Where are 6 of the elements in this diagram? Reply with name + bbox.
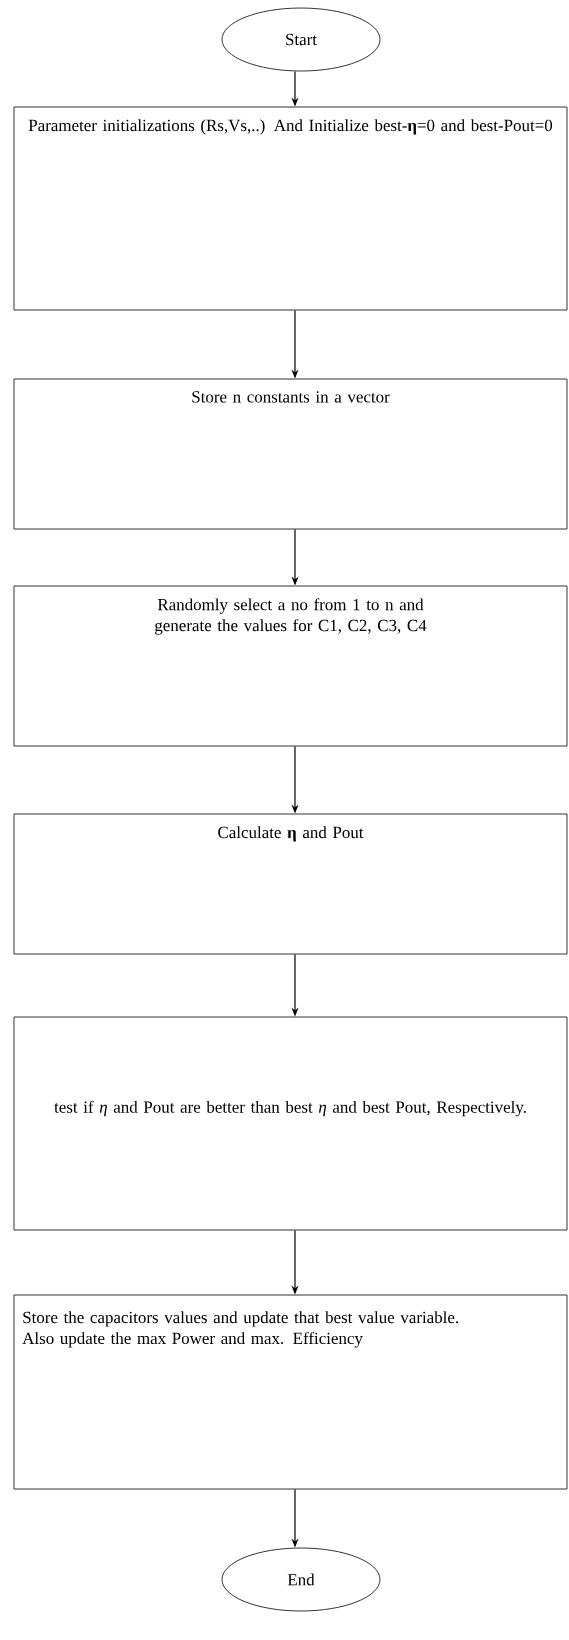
process-box: Store the capacitors values and update that best value variable. Also update the max Power and max. Efficiency: [13, 1294, 568, 1490]
process-box: Parameter initializations (Rs,Vs,..) And Initialize best-η=0 and best-Pout=0: [13, 106, 568, 311]
process-box: Randomly select a no from 1 to n and generate the values for C1, C2, C3, C4: [13, 585, 568, 747]
process-box: Store n constants in a vector: [13, 378, 568, 530]
process-box: Calculate η and Pout: [13, 813, 568, 955]
process-box: test if η and Pout are better than best η and best Pout, Respectively.: [13, 1016, 568, 1231]
